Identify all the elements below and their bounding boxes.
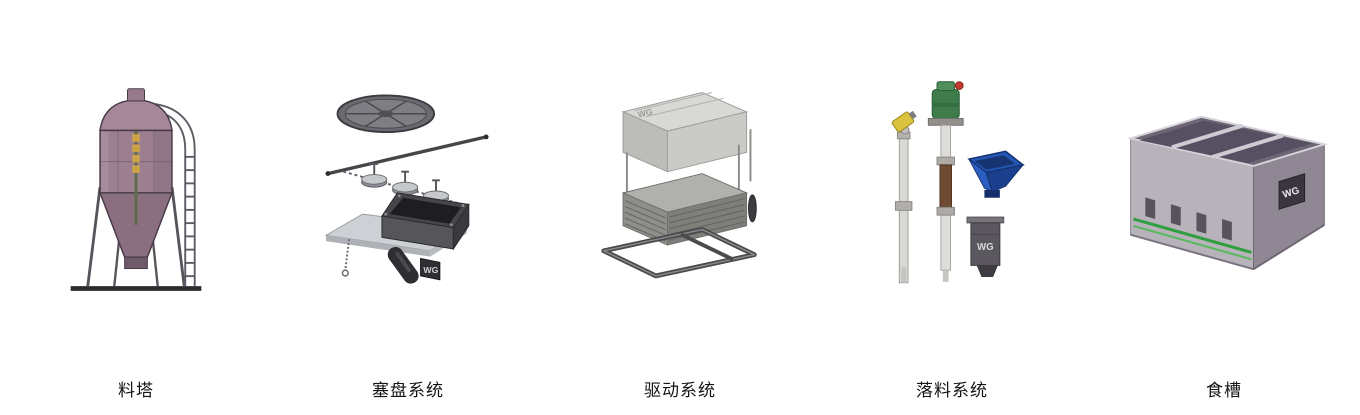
trough-feed-slots: [1145, 196, 1232, 241]
drop-sensor-tube: [891, 110, 917, 284]
product-label-feed-silo[interactable]: 料塔: [118, 381, 154, 400]
silo-body-shade: [154, 131, 172, 192]
blue-hopper: [966, 150, 1025, 198]
silo-body-highlight: [100, 131, 109, 192]
trough-bottom-edge-right: [1252, 223, 1325, 270]
drop-motor-tube: [927, 81, 964, 282]
hanging-chain: [341, 239, 351, 277]
trough-top-inner: [1139, 120, 1313, 163]
disc-lid: [336, 94, 436, 134]
disc-rod: [325, 134, 489, 177]
drive-cover-box: [621, 92, 749, 173]
drop-system-figure: WG: [816, 0, 1088, 380]
wg-logo-text: WG: [977, 242, 994, 253]
feed-trough-figure: WG: [1088, 0, 1360, 380]
wg-logo: WG: [420, 257, 441, 281]
indicator-light: [954, 81, 964, 90]
drop-system-illustration: WG: [891, 81, 1025, 284]
wg-logo: WG: [1278, 172, 1306, 210]
product-card-feed-silo[interactable]: 料塔: [0, 0, 272, 415]
silo-top-cap: [127, 88, 145, 102]
disc-system-figure: WG: [272, 0, 544, 380]
product-card-drive-system[interactable]: WG: [544, 0, 816, 415]
silo-outlet: [124, 256, 148, 270]
wg-logo-text: WG: [637, 106, 654, 119]
disc-feeder-box: [381, 192, 470, 251]
silo-brand-marks: [132, 134, 140, 173]
disc-system-illustration: WG: [324, 94, 489, 284]
wg-drop-box: WG: [966, 216, 1004, 277]
product-label-drive-system[interactable]: 驱动系统: [644, 381, 716, 400]
wg-logo-text: WG: [423, 265, 438, 275]
silo-ladder-icon: [152, 102, 196, 287]
product-label-drop-system[interactable]: 落料系统: [916, 381, 988, 400]
product-card-disc-system[interactable]: WG 塞盘系统: [272, 0, 544, 415]
trough-dividers: [1171, 123, 1284, 159]
feed-trough-illustration: WG: [1126, 115, 1329, 270]
trough-bottom-edge-left: [1130, 233, 1254, 270]
drive-system-figure: WG: [544, 0, 816, 380]
product-card-drop-system[interactable]: WG 落料系统: [816, 0, 1088, 415]
product-card-feed-trough[interactable]: WG 食槽: [1088, 0, 1360, 415]
trough-green-strips: [1133, 217, 1252, 260]
product-label-disc-system[interactable]: 塞盘系统: [372, 381, 444, 400]
feed-silo-illustration: [70, 88, 202, 291]
feed-silo-figure: [0, 0, 272, 380]
disc-outlet-tube: [387, 246, 419, 284]
drive-system-illustration: WG: [601, 92, 757, 279]
drive-base-frame: [601, 227, 757, 279]
drive-guide-rods: [625, 129, 752, 199]
drive-roller: [748, 194, 757, 223]
product-label-feed-trough[interactable]: 食槽: [1206, 381, 1242, 400]
wg-logo-text: WG: [1281, 185, 1301, 201]
